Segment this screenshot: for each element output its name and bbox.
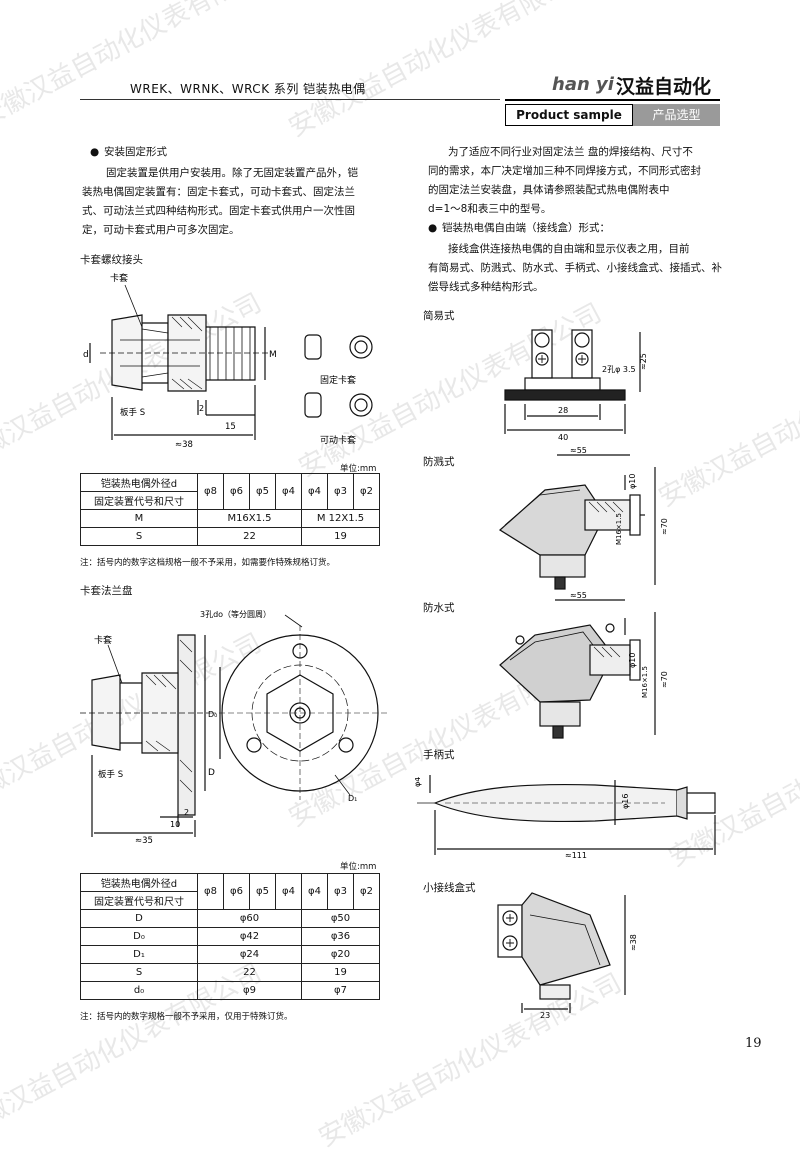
svg-text:M16×1.5: M16×1.5 (641, 666, 649, 698)
page-number: 19 (745, 1036, 762, 1051)
svg-text:≈38: ≈38 (175, 440, 193, 450)
svg-text:15: 15 (225, 422, 236, 432)
install-paragraph: 固定装置是供用户安装用。除了无固定装置产品外，铠 装热电偶固定装置有：固定卡套式… (82, 167, 358, 236)
svg-text:≈38: ≈38 (629, 934, 638, 951)
svg-text:≈25: ≈25 (639, 353, 648, 370)
flange-section-title: 卡套法兰盘 (80, 585, 133, 597)
flange-spec-table: 铠装热电偶外径d φ8 φ6 φ5 φ4 φ4 φ3 φ2 固定装置代号和尺寸 … (80, 873, 380, 1000)
intro-paragraph: 为了适应不同行业对固定法兰 盘的焊接结构、尺寸不 同的需求，本厂决定增加三种不同… (428, 146, 701, 215)
splash-type-title: 防溅式 (423, 456, 455, 468)
series-title: WREK、WRNK、WRCK 系列 铠装热电偶 (130, 82, 366, 96)
svg-text:≈55: ≈55 (570, 591, 587, 600)
waterproof-type-title: 防水式 (423, 602, 455, 614)
free-end-paragraph: 接线盒供连接热电偶的自由端和显示仪表之用，目前 有简易式、防溅式、防水式、手柄式… (428, 243, 722, 293)
svg-text:≈55: ≈55 (570, 446, 587, 455)
svg-text:卡套: 卡套 (94, 634, 112, 646)
simple-type-title: 简易式 (423, 310, 455, 322)
svg-text:d: d (83, 350, 89, 360)
ferrule-section-title: 卡套螺纹接头 (80, 254, 143, 266)
svg-text:28: 28 (558, 406, 568, 415)
watermark-text: 安徽汉益自动化仪表有限公司 (0, 0, 287, 134)
label-kataо: 卡套 (110, 272, 128, 284)
svg-text:M: M (269, 350, 277, 360)
bullet: ● (90, 146, 100, 158)
handle-type-title: 手柄式 (423, 749, 455, 761)
svg-text:可动卡套: 可动卡套 (320, 434, 356, 446)
svg-text:φ16: φ16 (621, 794, 630, 809)
svg-text:φ4: φ4 (415, 777, 422, 787)
product-sample-label: Product sample (505, 104, 633, 126)
svg-text:3孔do（等分圆周）: 3孔do（等分圆周） (200, 609, 271, 619)
brand-italic: han yi (552, 74, 614, 95)
svg-text:2: 2 (199, 404, 204, 413)
note-1: 注：括号内的数字这档规格一般不予采用，如需要作特殊规格订货。 (80, 558, 336, 568)
svg-text:板手 S: 板手 S (120, 407, 145, 418)
svg-text:40: 40 (558, 433, 568, 442)
svg-text:φ10: φ10 (628, 474, 637, 489)
svg-text:D₁: D₁ (348, 794, 357, 803)
svg-text:≈70: ≈70 (660, 671, 669, 688)
svg-text:D: D (208, 768, 215, 778)
svg-text:固定卡套: 固定卡套 (320, 374, 356, 386)
svg-text:≈70: ≈70 (660, 518, 669, 535)
svg-text:10: 10 (170, 820, 180, 829)
handle-type-drawing: φ4 φ16 ≈111 (415, 775, 716, 860)
svg-text:φ10: φ10 (628, 653, 637, 668)
free-end-title: 铠装热电偶自由端（接线盒）形式： (442, 222, 610, 234)
install-title: 安装固定形式 (104, 146, 167, 158)
svg-text:M16×1.5: M16×1.5 (615, 513, 623, 545)
small-box-type-drawing: ≈38 23 (497, 892, 638, 1020)
brand-name: 汉益自动化 (616, 76, 712, 98)
ferrule-joint-drawing: 卡套 d M 板手 S 2 15 ≈38 固定卡套 可动卡套 (83, 272, 373, 450)
svg-text:23: 23 (540, 1011, 550, 1020)
unit-label-1: 单位:mm (340, 464, 377, 474)
svg-text:2孔φ 3.5: 2孔φ 3.5 (602, 365, 636, 374)
note-2: 注：括号内的数字规格一般不予采用，仅用于特殊订货。 (80, 1012, 293, 1022)
svg-text:D₀: D₀ (208, 710, 217, 719)
svg-text:板手 S: 板手 S (98, 769, 123, 780)
svg-text:≈35: ≈35 (135, 836, 153, 845)
unit-label-2: 单位:mm (340, 862, 377, 872)
svg-text:2: 2 (184, 808, 189, 817)
product-select-label: 产品选型 (633, 104, 720, 126)
splash-type-drawing: ≈55 φ10 M16×1.5 ≈70 (499, 446, 669, 590)
small-box-type-title: 小接线盒式 (423, 882, 476, 894)
flange-drawing: 3孔do（等分圆周） 卡套 板手 S D D₀ D₁ 2 10 ≈35 (80, 609, 390, 845)
simple-type-drawing: 2孔φ 3.5 ≈25 28 40 (504, 329, 648, 442)
svg-text:≈111: ≈111 (565, 851, 587, 860)
bullet: ● (428, 222, 438, 234)
ferrule-spec-table: 铠装热电偶外径d φ8 φ6 φ5 φ4 φ4 φ3 φ2 固定装置代号和尺寸 … (80, 473, 380, 546)
waterproof-type-drawing: ≈55 φ10 M16×1.5 ≈70 (499, 591, 669, 739)
